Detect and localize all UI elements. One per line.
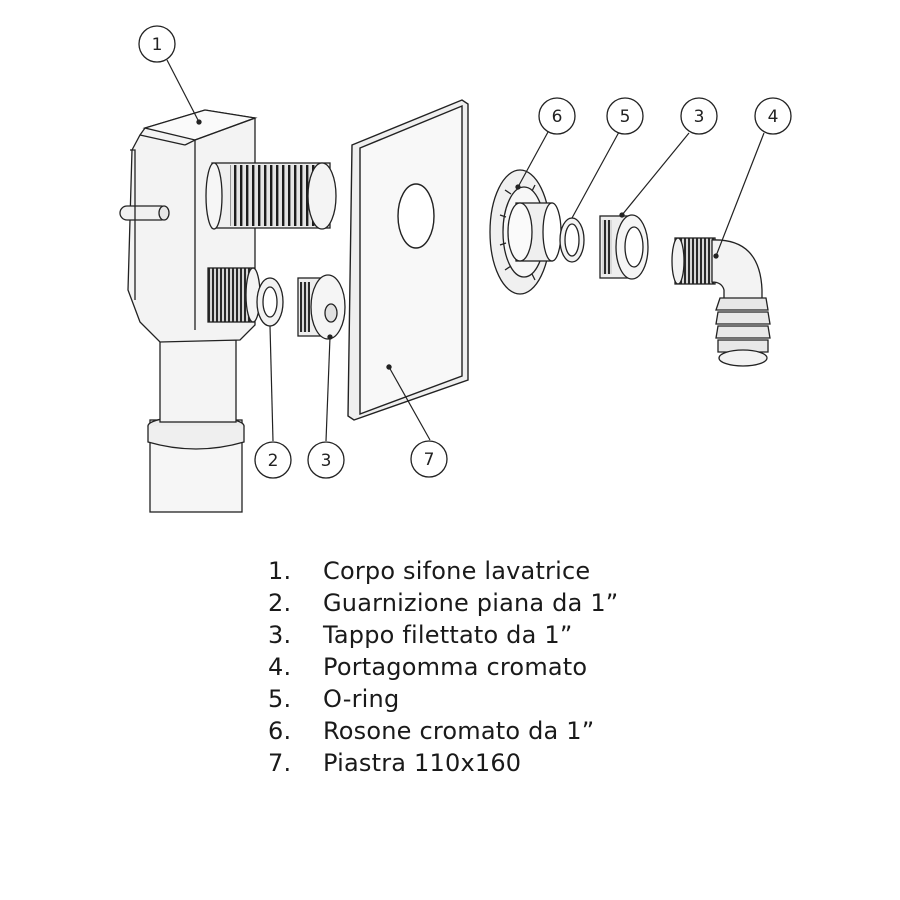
svg-text:3: 3 bbox=[694, 107, 705, 127]
legend-item-text: Rosone cromato da 1” bbox=[323, 717, 595, 745]
svg-text:1: 1 bbox=[152, 35, 163, 55]
legend-item-number: 2. bbox=[268, 589, 292, 617]
leader-lines bbox=[166, 59, 765, 442]
callout-4: 4 bbox=[754, 97, 792, 135]
legend-item: 4. Portagomma cromato bbox=[268, 651, 768, 683]
legend-item-number: 7. bbox=[268, 749, 292, 777]
legend-item-text: Corpo sifone lavatrice bbox=[323, 557, 591, 585]
legend-item-text: Tappo filettato da 1” bbox=[323, 621, 573, 649]
threaded-cap-part-right bbox=[599, 212, 649, 280]
legend-item: 1. Corpo sifone lavatrice bbox=[268, 555, 768, 587]
svg-text:6: 6 bbox=[552, 107, 563, 127]
legend-item-text: Piastra 110x160 bbox=[323, 749, 522, 777]
callout-6: 6 bbox=[538, 97, 576, 135]
legend-item-text: Guarnizione piana da 1” bbox=[323, 589, 619, 617]
siphon-body-part bbox=[119, 109, 337, 513]
threaded-cap-part-left bbox=[297, 274, 346, 340]
svg-text:4: 4 bbox=[768, 107, 779, 127]
svg-text:7: 7 bbox=[424, 450, 435, 470]
callout-1: 1 bbox=[138, 25, 176, 63]
mounting-plate-part bbox=[347, 99, 469, 421]
flat-gasket-part bbox=[256, 277, 284, 327]
svg-text:2: 2 bbox=[268, 451, 279, 471]
legend-item: 5. O-ring bbox=[268, 683, 768, 715]
legend-item-number: 1. bbox=[268, 557, 292, 585]
legend-item-number: 4. bbox=[268, 653, 292, 681]
chrome-rosette-part bbox=[489, 169, 562, 295]
legend-item: 3. Tappo filettato da 1” bbox=[268, 619, 768, 651]
legend-item-number: 3. bbox=[268, 621, 292, 649]
callout-3-left: 3 bbox=[307, 441, 345, 479]
exploded-view-diagram: 1 2 3 4 5 3 6 7 bbox=[119, 25, 792, 513]
parts-legend: 1. Corpo sifone lavatrice 2. Guarnizione… bbox=[268, 555, 768, 779]
legend-item: 2. Guarnizione piana da 1” bbox=[268, 587, 768, 619]
legend-item-text: Portagomma cromato bbox=[323, 653, 588, 681]
hose-connector-part bbox=[671, 237, 771, 367]
legend-item: 7. Piastra 110x160 bbox=[268, 747, 768, 779]
callout-2: 2 bbox=[254, 441, 292, 479]
callout-3-right: 3 bbox=[680, 97, 718, 135]
legend-item: 6. Rosone cromato da 1” bbox=[268, 715, 768, 747]
legend-item-number: 5. bbox=[268, 685, 292, 713]
callout-7: 7 bbox=[410, 440, 448, 478]
callout-5: 5 bbox=[606, 97, 644, 135]
o-ring-part bbox=[559, 217, 585, 263]
legend-item-number: 6. bbox=[268, 717, 292, 745]
svg-text:3: 3 bbox=[321, 451, 332, 471]
svg-text:5: 5 bbox=[620, 107, 631, 127]
legend-item-text: O-ring bbox=[323, 685, 400, 713]
